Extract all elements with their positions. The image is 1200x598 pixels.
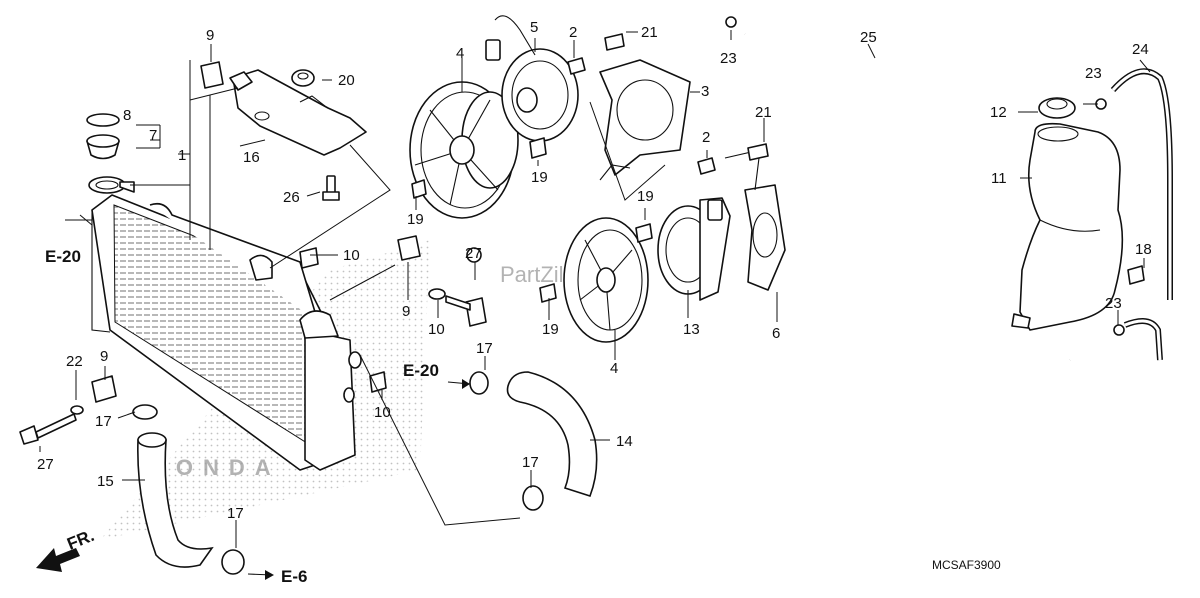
callout-label: 17	[227, 505, 244, 522]
callout-label: 19	[542, 321, 559, 338]
callout-label: 2	[569, 24, 577, 41]
callout-label: 8	[123, 107, 131, 124]
callout-label: 15	[97, 473, 114, 490]
callout-label: 25	[860, 29, 877, 46]
upper-bracket	[229, 69, 367, 201]
hose-24	[1110, 68, 1173, 361]
lower-fan-shroud	[724, 149, 786, 291]
callout-label: 19	[531, 169, 548, 186]
callout-label: 1	[178, 147, 186, 164]
callout-label: 10	[343, 247, 360, 264]
callout-labels: 1 2 2 3 4 4 5 6 7 8 9 9 9 10 10 10 11 12…	[37, 19, 1152, 522]
callout-label: 6	[772, 325, 780, 342]
callout-label: 13	[683, 321, 700, 338]
callout-label: 20	[338, 72, 355, 89]
watermark-brand: HONDA	[150, 455, 281, 480]
callout-label: 3	[701, 83, 709, 100]
upper-fan-shroud	[599, 59, 691, 181]
callout-label: 14	[616, 433, 633, 450]
section-ref-e6: E-6	[281, 567, 307, 586]
callout-label: 22	[66, 353, 83, 370]
callout-label: 16	[243, 149, 260, 166]
callout-label: 23	[720, 50, 737, 67]
hose-14	[469, 371, 598, 511]
hose-25	[744, 32, 1071, 393]
callout-label: 27	[465, 245, 482, 262]
radiator-cap	[86, 113, 135, 194]
callout-label: 17	[476, 340, 493, 357]
callout-label: 9	[100, 348, 108, 365]
callout-label: 17	[95, 413, 112, 430]
small-fasteners	[411, 33, 769, 303]
callout-label: 2	[702, 129, 710, 146]
callout-label: 27	[37, 456, 54, 473]
callout-label: 4	[456, 45, 464, 62]
upper-fan-assembly	[409, 15, 579, 219]
callout-label: 19	[407, 211, 424, 228]
reserve-tank	[725, 16, 1145, 336]
callout-label: 4	[610, 360, 618, 377]
collars	[299, 247, 446, 393]
callout-label: 9	[402, 303, 410, 320]
callout-label: 21	[755, 104, 772, 121]
callout-label: 21	[641, 24, 658, 41]
callout-label: 23	[1085, 65, 1102, 82]
callout-label: 9	[206, 27, 214, 44]
section-references: E-20 E-20 E-6	[45, 247, 471, 586]
front-indicator: FR.	[36, 526, 97, 572]
callout-label: 11	[991, 170, 1007, 187]
callout-label: 17	[522, 454, 539, 471]
lower-fan-assembly	[563, 197, 731, 343]
callout-label: 18	[1135, 241, 1152, 258]
callout-label: 10	[428, 321, 445, 338]
callout-label: 23	[1105, 295, 1122, 312]
callout-label: 19	[637, 188, 654, 205]
grommets	[91, 61, 421, 403]
diagram-code: MCSAF3900	[932, 558, 1001, 572]
callout-label: 10	[374, 404, 391, 421]
section-ref-e20-left: E-20	[45, 247, 81, 266]
callout-label: 5	[530, 19, 538, 36]
hose-15	[132, 404, 245, 575]
front-indicator-label: FR.	[64, 526, 97, 554]
callout-label: 24	[1132, 41, 1149, 58]
radiator	[91, 194, 362, 471]
leader-lines	[39, 30, 1151, 548]
callout-label: 12	[990, 104, 1007, 121]
section-ref-e20-middle: E-20	[403, 361, 439, 380]
bolts	[19, 247, 487, 445]
callout-label: 26	[283, 189, 300, 206]
callout-label: 7	[149, 127, 157, 144]
